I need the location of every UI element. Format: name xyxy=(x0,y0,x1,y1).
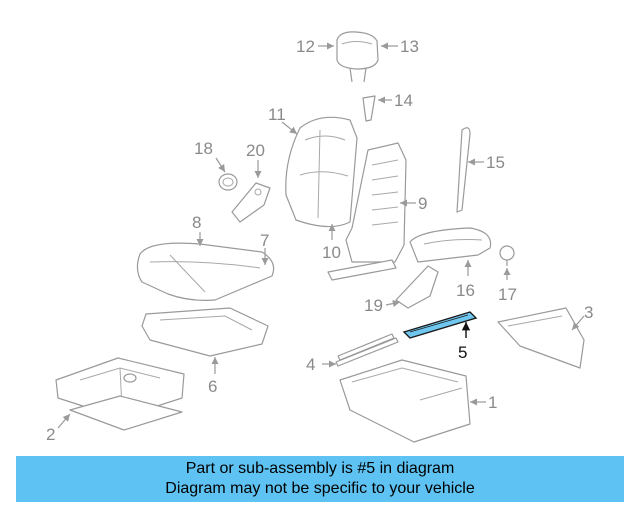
callout-11: 11 xyxy=(268,105,286,124)
seat-base-part xyxy=(339,359,471,443)
callout-16: 16 xyxy=(456,281,475,300)
trim-strip-part xyxy=(456,127,471,213)
knob-part xyxy=(218,173,238,191)
leader-3 xyxy=(571,315,585,331)
callout-3: 3 xyxy=(584,303,593,322)
seatback-frame-part xyxy=(327,142,407,281)
callout-2: 2 xyxy=(46,425,55,444)
rail-cover-part-highlighted xyxy=(402,311,478,339)
leader-11 xyxy=(281,121,298,135)
armrest-part xyxy=(409,227,492,263)
headrest-guide-part xyxy=(362,95,376,122)
swivel-base-part xyxy=(55,357,185,431)
leader-19 xyxy=(385,299,401,308)
callout-5: 5 xyxy=(458,343,467,362)
callout-6: 6 xyxy=(208,377,217,396)
callout-12: 12 xyxy=(296,37,315,56)
seat-parts-diagram: 12 13 14 11 10 9 15 18 20 xyxy=(46,31,593,444)
clip-part xyxy=(499,245,515,266)
leader-18 xyxy=(215,157,226,173)
info-banner: Part or sub-assembly is #5 in diagram Di… xyxy=(16,456,624,502)
callout-13: 13 xyxy=(400,37,419,56)
callout-1: 1 xyxy=(488,393,497,412)
callout-18: 18 xyxy=(194,139,213,158)
callout-14: 14 xyxy=(394,91,413,110)
seatback-cover-part xyxy=(285,116,358,228)
callout-19: 19 xyxy=(364,296,383,315)
callout-20: 20 xyxy=(246,141,265,160)
seat-cushion-part xyxy=(136,242,275,301)
callout-17: 17 xyxy=(498,285,517,304)
headrest-part xyxy=(336,31,379,83)
callout-4: 4 xyxy=(306,355,315,374)
callout-7: 7 xyxy=(260,231,269,250)
callout-10: 10 xyxy=(322,243,341,262)
leader-2 xyxy=(57,413,71,429)
callout-9: 9 xyxy=(418,194,427,213)
callout-8: 8 xyxy=(192,213,201,232)
bracket-part xyxy=(231,182,271,223)
side-trim-part xyxy=(395,265,439,309)
callout-15: 15 xyxy=(486,153,505,172)
seat-track-part xyxy=(335,333,399,367)
banner-line-2: Diagram may not be specific to your vehi… xyxy=(165,480,475,497)
cover-panel-part xyxy=(497,307,585,369)
cushion-pan-part xyxy=(141,307,269,357)
banner-line-1: Part or sub-assembly is #5 in diagram xyxy=(185,460,455,477)
